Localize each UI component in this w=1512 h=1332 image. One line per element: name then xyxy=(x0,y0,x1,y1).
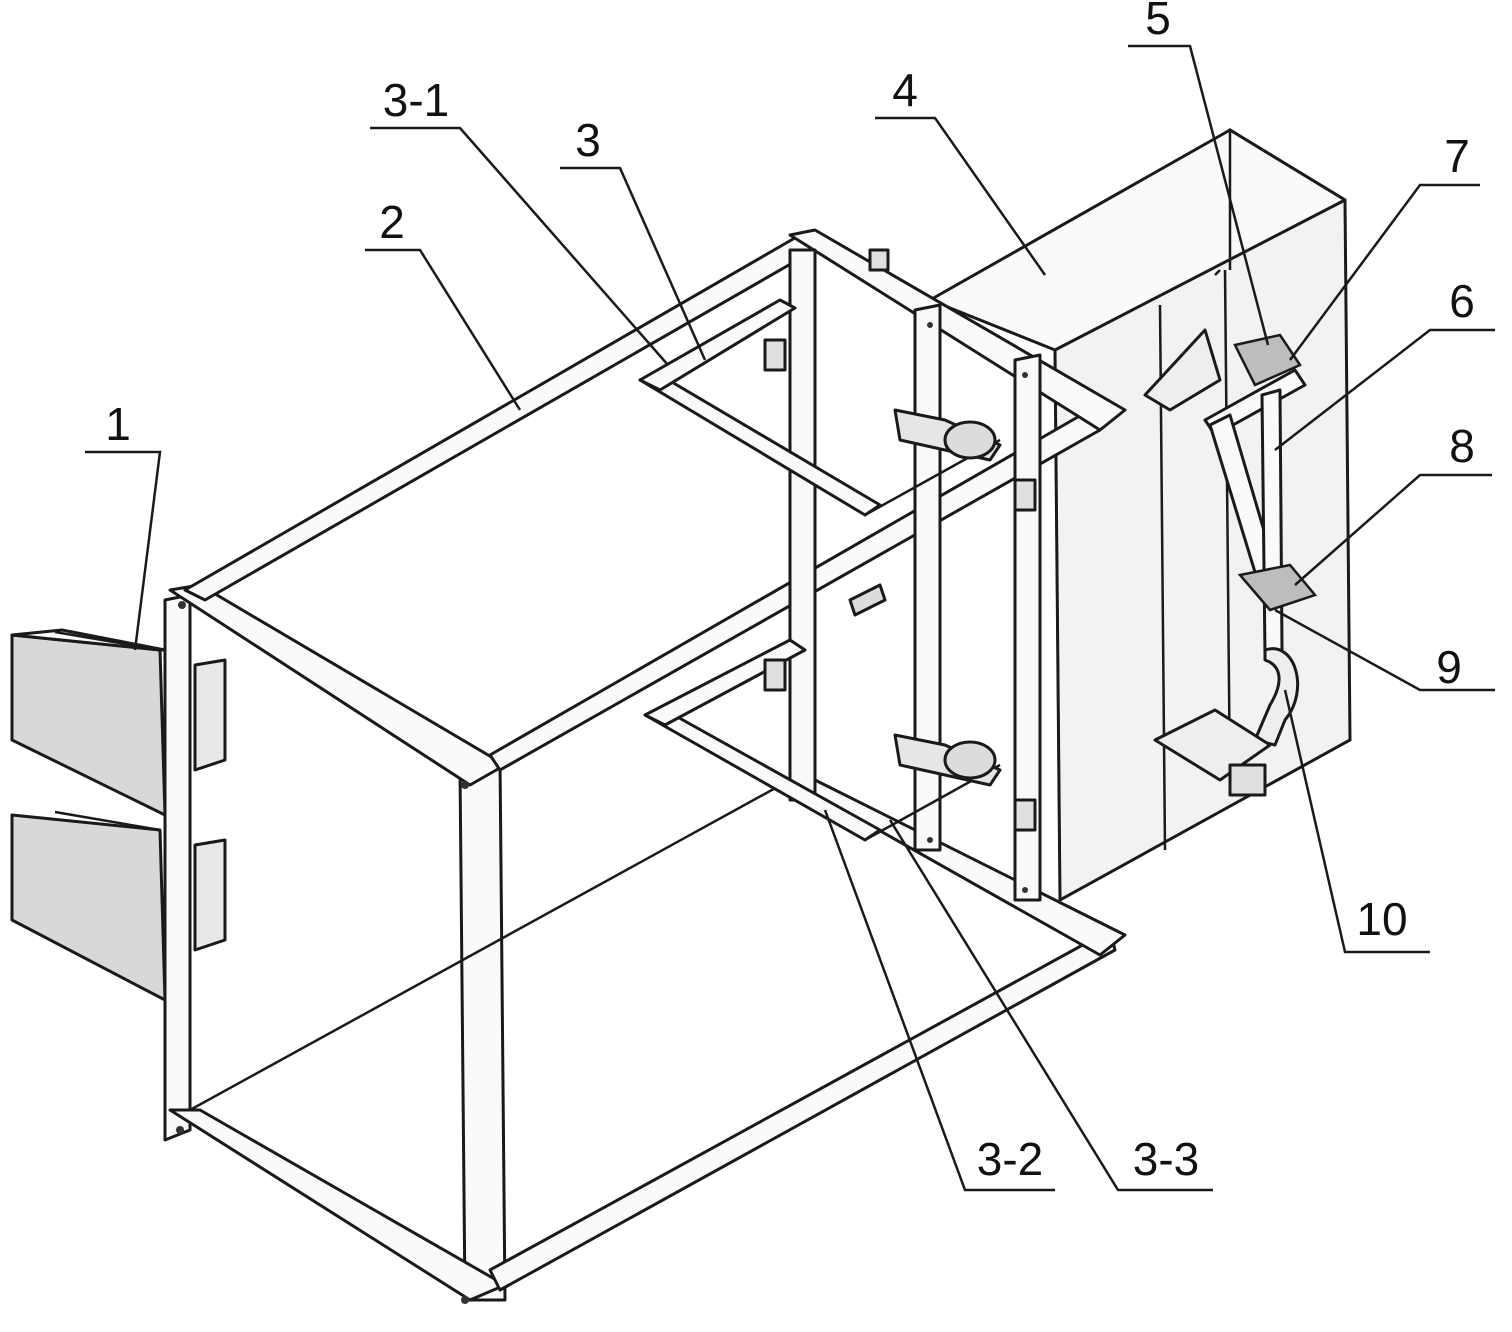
label-part-9: 9 xyxy=(1436,641,1462,693)
label-part-4: 4 xyxy=(892,64,918,116)
label-part-1: 1 xyxy=(105,398,131,450)
side-bracket-lower xyxy=(12,812,165,1000)
label-part-3-1: 3-1 xyxy=(383,74,449,126)
label-part-3: 3 xyxy=(575,114,601,166)
label-part-3-3: 3-3 xyxy=(1133,1133,1199,1185)
label-part-6: 6 xyxy=(1449,275,1475,327)
label-part-5: 5 xyxy=(1145,0,1171,44)
side-bracket-upper xyxy=(12,630,165,815)
label-part-3-2: 3-2 xyxy=(977,1133,1043,1185)
label-part-8: 8 xyxy=(1449,420,1475,472)
label-part-2: 2 xyxy=(379,196,405,248)
label-part-7: 7 xyxy=(1444,130,1470,182)
label-part-10: 10 xyxy=(1356,893,1407,945)
back-housing xyxy=(930,130,1350,900)
